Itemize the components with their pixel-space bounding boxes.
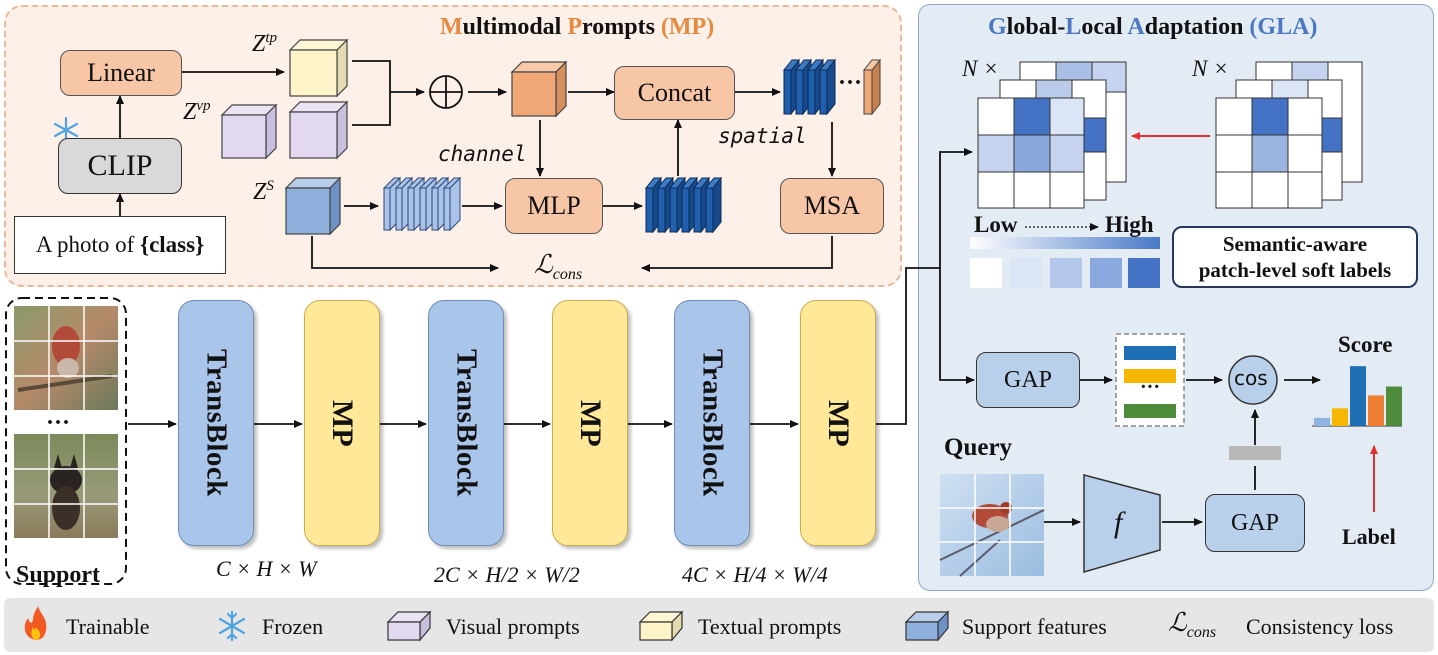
- gap-block-bottom: GAP: [1205, 494, 1305, 552]
- visual-prompt-cube-icon: [220, 103, 278, 160]
- transblock-2: TransBlock: [428, 300, 504, 546]
- score-bar-3: [1368, 395, 1384, 426]
- channel-slices: [382, 176, 462, 232]
- query-label: Query: [944, 434, 1013, 461]
- n-times-right: N ×: [1192, 56, 1229, 81]
- visual-prompt-cube-icon: [386, 610, 432, 642]
- mp-block-1: MP: [304, 300, 380, 546]
- score-bar-0: [1314, 417, 1330, 426]
- prompt-slice: [862, 58, 882, 116]
- concat-block: Concat: [614, 66, 735, 120]
- prototype-bar-1: [1124, 369, 1176, 383]
- mp-connections: [116, 60, 836, 272]
- dim-label-1: C × H × W: [216, 556, 317, 581]
- legend-support-features: Support features: [962, 614, 1107, 639]
- transblock-3: TransBlock: [674, 300, 750, 546]
- clip-block: CLIP: [58, 138, 182, 194]
- pipeline-connections: [128, 148, 1321, 526]
- add-icon: [429, 75, 463, 109]
- gap-block-top: GAP: [976, 352, 1080, 408]
- dim-label-2: 2C × H/2 × W/2: [434, 562, 580, 587]
- textual-prompt-cube-icon: [288, 38, 349, 98]
- n-times-left: N ×: [962, 56, 999, 81]
- spatial-label: spatial: [718, 124, 807, 148]
- visual-prompt-cube-icon: [288, 100, 349, 160]
- support-set-border: [5, 297, 127, 585]
- transblock-1: TransBlock: [178, 300, 254, 546]
- consistency-loss-label: ℒcons: [534, 250, 583, 284]
- low-label: Low: [974, 212, 1018, 237]
- flame-icon: [24, 606, 47, 640]
- f-label: f: [1114, 506, 1123, 539]
- legend-consistency-loss: Consistency loss: [1246, 614, 1394, 639]
- support-dog-image: [14, 434, 118, 538]
- support-ellipsis: ···: [46, 410, 71, 436]
- mp-block-2: MP: [552, 300, 628, 546]
- patch-grid-stack-left: [977, 61, 1127, 209]
- mlp-output-slices: [644, 176, 723, 234]
- loss-symbol: ℒcons: [1168, 608, 1217, 642]
- snowflake-icon: [218, 610, 246, 642]
- channel-label: channel: [438, 142, 527, 166]
- label-text: Label: [1342, 524, 1396, 549]
- prototype-bar-2: [1124, 404, 1176, 418]
- cosine-node: [1228, 355, 1278, 405]
- legend-visual-prompts: Visual prompts: [446, 614, 580, 639]
- msa-block: MSA: [780, 178, 884, 234]
- legend-trainable: Trainable: [66, 614, 150, 639]
- z-s-label: ZS: [253, 178, 274, 205]
- textual-prompt-cube-icon: [638, 610, 684, 642]
- score-bar-2: [1350, 366, 1366, 426]
- support-label: Support: [16, 562, 101, 588]
- class-prompt-text: A photo of {class}: [14, 216, 226, 274]
- encoder-f-shape: [1083, 474, 1161, 573]
- mp-block-3: MP: [800, 300, 876, 546]
- legend-frozen: Frozen: [262, 614, 324, 639]
- fused-prompt-cube-icon: [510, 60, 568, 118]
- dim-label-3: 4C × H/4 × W/4: [682, 562, 828, 587]
- slices-ellipsis: ···: [838, 70, 863, 96]
- support-bird-image: [14, 306, 118, 410]
- legend-bar: [4, 598, 1434, 652]
- score-title: Score: [1338, 332, 1393, 357]
- z-tp-label: Ztp: [252, 30, 278, 57]
- soft-labels-box: Semantic-aware patch-level soft labels: [1172, 226, 1418, 288]
- support-feature-cube-icon: [284, 176, 342, 236]
- gla-title: Global-Local Adaptation (GLA): [988, 14, 1318, 40]
- prototype-bar-0: [1124, 346, 1176, 360]
- z-vp-label: Zvp: [183, 98, 211, 125]
- low-high-gradient: [970, 237, 1160, 249]
- soft-label-swatches: [970, 258, 1160, 288]
- high-label: High: [1105, 212, 1154, 237]
- linear-block: Linear: [60, 50, 182, 96]
- spatial-slices: [782, 58, 837, 116]
- mlp-block: MLP: [505, 178, 603, 234]
- legend-textual-prompts: Textual prompts: [698, 614, 842, 639]
- prototype-ellipsis: ···: [1140, 376, 1161, 398]
- support-feature-cube-icon: [904, 610, 950, 642]
- mp-title: Multimodal Prompts (MP): [440, 14, 715, 40]
- score-bar-4: [1386, 386, 1402, 426]
- score-chart: [1312, 366, 1402, 427]
- cos-label: cos: [1234, 366, 1268, 390]
- score-bar-1: [1332, 408, 1348, 426]
- query-bird-image: [939, 474, 1045, 577]
- patch-grid-stack-right: [1215, 61, 1363, 209]
- query-feature-bar: [1229, 446, 1281, 460]
